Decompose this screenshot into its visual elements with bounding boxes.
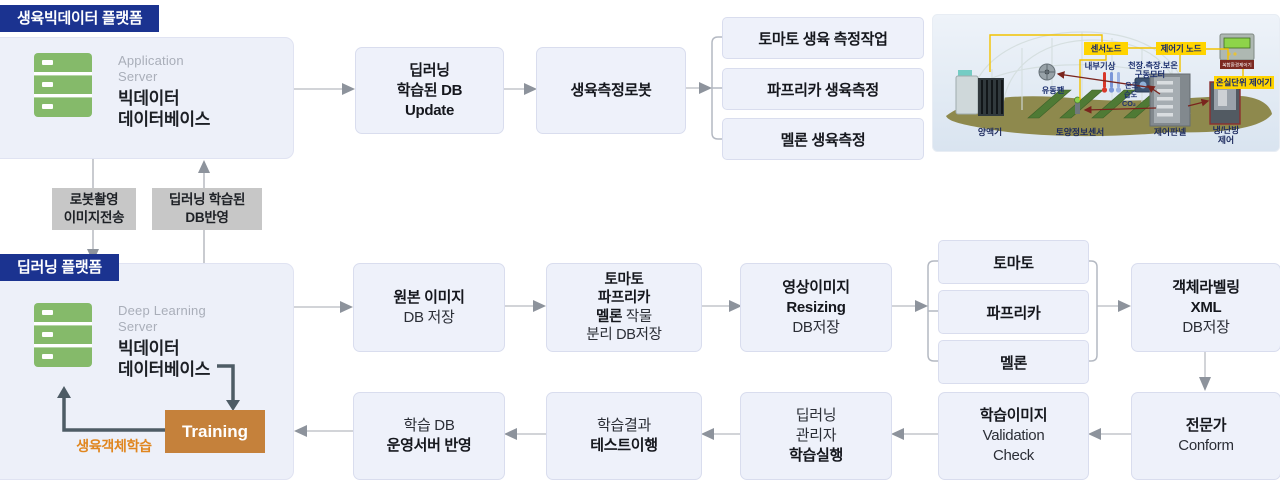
motor-label-2: 구동모터 [1135,69,1165,79]
humidity-label: 습도 [1124,90,1138,99]
fan-icon [1038,63,1056,81]
nutrient-label: 양액기 [978,126,1002,137]
sensor-node-label: 센서노드 [1091,44,1122,54]
bigdata-platform-header: 생육빅데이터 플랫폼 [0,5,160,32]
hvac-label-2: 제어 [1218,134,1234,145]
crop-box-paprika: 파프리카 [938,290,1089,334]
control-arrows [1056,71,1210,114]
flow-box-growth-robot: 생육측정로봇 [536,47,686,134]
co2-label: CO₂ [1122,99,1136,108]
server-icon [34,303,92,367]
greenhouse-yellow-labels: 센서노드 제어기 노드 온실단위 제어기 [1084,42,1274,89]
crop-box-tomato: 토마토 [938,240,1089,284]
task-box-tomato: 토마토 생육 측정작업 [722,17,924,59]
task-box-paprika: 파프리카 생육측정 [722,68,924,110]
thermometer-icons [1101,72,1122,93]
greenhouse-annotations: 내부기상 천장.측장.보온 구동모터 온도 습도 CO₂ 유동팬 양액기 토양정… [978,60,1240,145]
task-box-melon: 멜론 생육측정 [722,118,924,160]
device-caption: 복합환경제어기 [1222,62,1252,69]
hvac-label-1: 냉/난방 [1213,124,1240,135]
motor-label-1: 천장.측장.보온 [1128,60,1178,70]
soil-sensor-label: 토양정보센서 [1056,126,1105,137]
unit-controller-label: 온실단위 제어기 [1216,78,1272,88]
deeplearning-platform-header: 딥러닝 플랫폼 [0,254,119,281]
indoor-weather-label: 내부기상 [1085,61,1116,71]
crop-box-melon: 멜론 [938,340,1089,384]
temp-label: 온도 [1125,81,1139,90]
unit-controller-device: 복합환경제어기 [1219,33,1255,69]
sensor-wires [989,34,1244,100]
control-panel-cabinet [1149,73,1191,127]
training-button: Training [165,410,265,453]
nutrient-machine [955,70,1004,116]
server-icon [34,53,92,117]
controller-node-label: 제어기 노드 [1161,44,1202,54]
training-caption: 생육객체학습 [76,438,152,454]
greenhouse-illustration: 복합환경제어기 센서노드 [932,14,1280,152]
control-panel-label: 제어판넬 [1154,126,1186,137]
fan-label: 유동팬 [1042,85,1065,95]
